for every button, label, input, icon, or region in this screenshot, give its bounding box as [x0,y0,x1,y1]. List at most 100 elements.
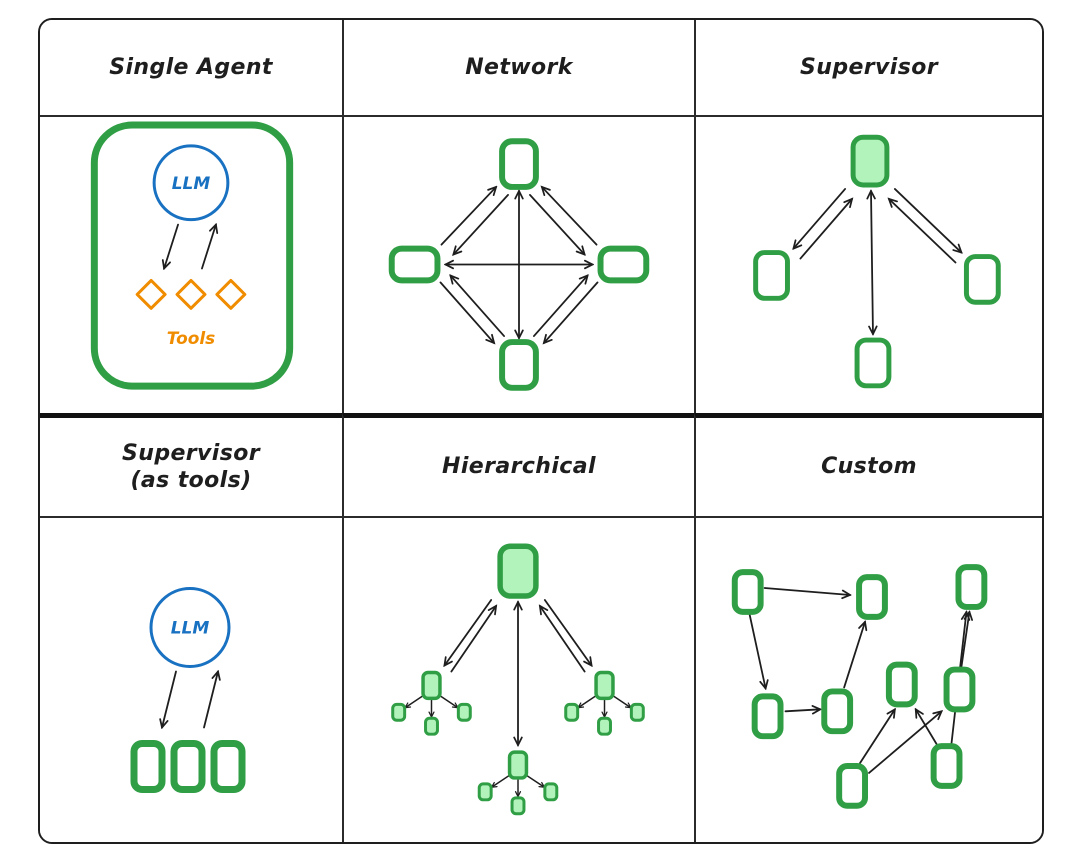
network-nodes [388,138,650,391]
leaf-agent-node [477,782,493,802]
single-agent-canvas: LLM Tools [90,121,294,390]
multi-agent-architectures-diagram: Single Agent LLM [38,18,1044,844]
edge-mid-to-leaf [579,694,598,707]
agent-node-bottom [854,337,892,389]
supervisor-drawing [696,117,1042,413]
tool-diamonds [135,278,247,310]
edge-right-to-supervisor [889,199,957,264]
leaf-agent-node [543,782,559,802]
cell-title-supervisor-as-tools: Supervisor (as tools) [40,418,342,518]
agent-node [751,693,784,740]
team-supervisor-node [421,670,442,701]
arrow-llm-to-agents [162,670,177,728]
edge-e-to-b [843,622,865,689]
agent-node [885,661,918,708]
cell-title-custom: Custom [696,418,1042,518]
top-level-edges [444,599,592,745]
hierarchical-canvas [391,543,645,816]
title-line-2: (as tools) [130,468,252,493]
edge-h-to-f [859,709,895,764]
agent-node [731,569,764,615]
arrow-agents-to-llm [203,672,218,729]
cell-network: Network [342,20,694,413]
leaf-agent-node [564,702,580,722]
edge-h-to-g [868,711,942,774]
agent-node-left [753,250,790,301]
agent-node-top [499,138,539,190]
agent-node [210,740,246,793]
edge-right-team-to-top [540,606,586,673]
hierarchical-drawing [344,518,694,842]
edge-mid-to-leaf [611,694,630,707]
right-team-edges [579,694,631,716]
left-team-nodes [391,670,472,736]
llm-label: LLM [172,173,211,193]
llm-circle [149,587,231,668]
supervisor-edges [793,188,962,334]
cell-title-network: Network [344,20,694,117]
tool-diamond-icon [215,278,247,310]
agent-node-bottom [499,339,539,391]
supervisor-as-tools-drawing: LLM [40,518,342,842]
supervisor-canvas [753,134,1001,389]
cell-hierarchical: Hierarchical [342,413,694,842]
cell-title-single-agent: Single Agent [40,20,342,117]
edge-top-to-left-team [444,599,493,666]
bottom-team-nodes [477,750,559,816]
edge-top-to-left [453,194,509,255]
agent-tool-nodes [130,740,246,793]
agent-node-left [388,245,441,284]
cell-title-hierarchical: Hierarchical [344,418,694,518]
cell-title-supervisor: Supervisor [696,20,1042,117]
leaf-agent-node [510,796,526,816]
edge-mid-to-leaf [492,774,511,787]
supervisor-as-tools-canvas: LLM [130,587,246,793]
agent-node-right [597,245,650,284]
team-supervisor-node [507,750,529,780]
right-team-nodes [564,670,645,736]
team-supervisor-node [594,670,615,701]
agent-node [821,688,854,735]
edge-mid-to-leaf [438,694,457,707]
edge-left-to-top [440,187,496,246]
llm-circle [152,144,230,222]
title-line-1: Supervisor [122,440,260,466]
edge-bottom-to-left [450,275,505,337]
leaf-agent-node [391,702,407,722]
supervisor-node [850,134,890,188]
leaf-agent-node [597,716,612,736]
agent-node [856,574,888,620]
edge-left-to-bottom [439,281,494,343]
single-agent-drawing: LLM Tools [40,117,342,413]
edge-left-team-to-top [450,606,496,673]
edge-i-to-f [916,709,938,746]
network-drawing [344,117,694,413]
top-supervisor-node [497,543,539,599]
network-canvas [388,138,650,391]
edge-g-to-c [960,612,969,668]
network-edges [439,187,599,343]
custom-canvas [731,564,988,809]
agent-node [170,740,206,793]
leaf-agent-node [629,702,645,722]
agent-node-right [963,254,1001,305]
llm-node: LLM [152,144,230,222]
worker-nodes [753,250,1001,389]
custom-nodes [731,564,988,809]
edge-mid-to-leaf [406,694,425,707]
edge-mid-to-leaf [525,774,544,787]
edge-a-to-b [763,587,851,595]
edge-supervisor-bottom [871,191,873,334]
llm-node: LLM [149,587,231,668]
cell-supervisor: Supervisor [694,20,1042,413]
llm-label: LLM [171,619,210,639]
tool-diamond-icon [175,278,207,310]
custom-drawing [696,518,1042,842]
edge-top-to-right [529,194,585,255]
edge-top-to-right-team [543,599,592,666]
edge-supervisor-to-left [793,188,847,249]
agent-node [836,763,869,809]
edge-bottom-to-right [533,275,588,337]
edge-supervisor-to-right [893,188,962,253]
edge-right-to-top [542,187,598,246]
